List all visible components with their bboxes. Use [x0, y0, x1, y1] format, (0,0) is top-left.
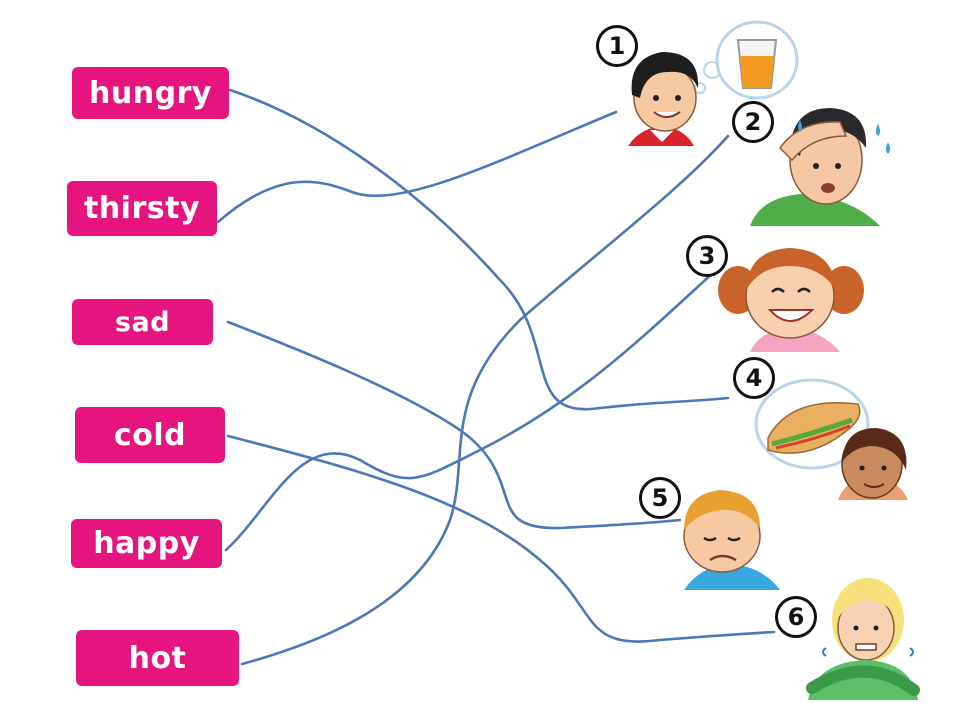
- picture-4-hungry-girl[interactable]: [754, 378, 908, 500]
- picture-6-cold-girl[interactable]: [806, 578, 920, 700]
- word-cold[interactable]: cold: [75, 407, 225, 463]
- word-hungry[interactable]: hungry: [72, 67, 229, 119]
- number-2-badge: 2: [732, 101, 774, 143]
- word-sad[interactable]: sad: [72, 299, 213, 345]
- word-hot[interactable]: hot: [76, 630, 239, 686]
- picture-5-sad-boy[interactable]: [683, 490, 780, 590]
- juice-glass-icon: [736, 39, 778, 89]
- word-thirsty[interactable]: thirsty: [67, 181, 217, 236]
- number-5-badge: 5: [639, 477, 681, 519]
- sandwich-icon: [767, 401, 861, 454]
- word-happy[interactable]: happy: [71, 519, 222, 568]
- picture-2-hot-man[interactable]: [750, 108, 890, 226]
- number-4-badge: 4: [733, 357, 775, 399]
- number-1-badge: 1: [596, 25, 638, 67]
- sweat-drops-icon: [798, 120, 890, 154]
- picture-3-happy-girl[interactable]: [718, 248, 864, 352]
- number-3-badge: 3: [686, 235, 728, 277]
- number-6-badge: 6: [775, 596, 817, 638]
